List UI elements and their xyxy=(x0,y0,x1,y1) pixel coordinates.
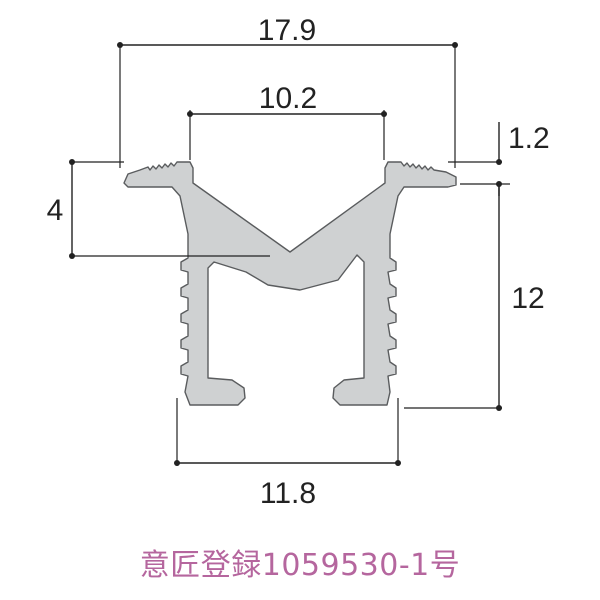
dim-label-body-height: 12 xyxy=(511,282,544,315)
dim-flange-depth: 4 xyxy=(47,159,270,259)
dim-label-overall-top-width: 17.9 xyxy=(258,14,316,47)
dim-lip-thickness: 1.2 xyxy=(448,122,550,196)
dim-label-inner-top-width: 10.2 xyxy=(259,82,317,115)
dim-label-flange-depth: 4 xyxy=(47,194,64,227)
dim-overall-top-width: 17.9 xyxy=(117,14,458,168)
dim-bottom-width: 11.8 xyxy=(174,398,401,510)
dim-body-height: 12 xyxy=(404,184,545,411)
profile-section xyxy=(123,161,457,406)
dim-label-bottom-width: 11.8 xyxy=(260,477,316,510)
design-registration-number: 意匠登録1059530-1号 xyxy=(139,548,461,583)
dim-inner-top-width: 10.2 xyxy=(187,82,387,160)
dim-label-lip-thickness: 1.2 xyxy=(508,122,550,155)
